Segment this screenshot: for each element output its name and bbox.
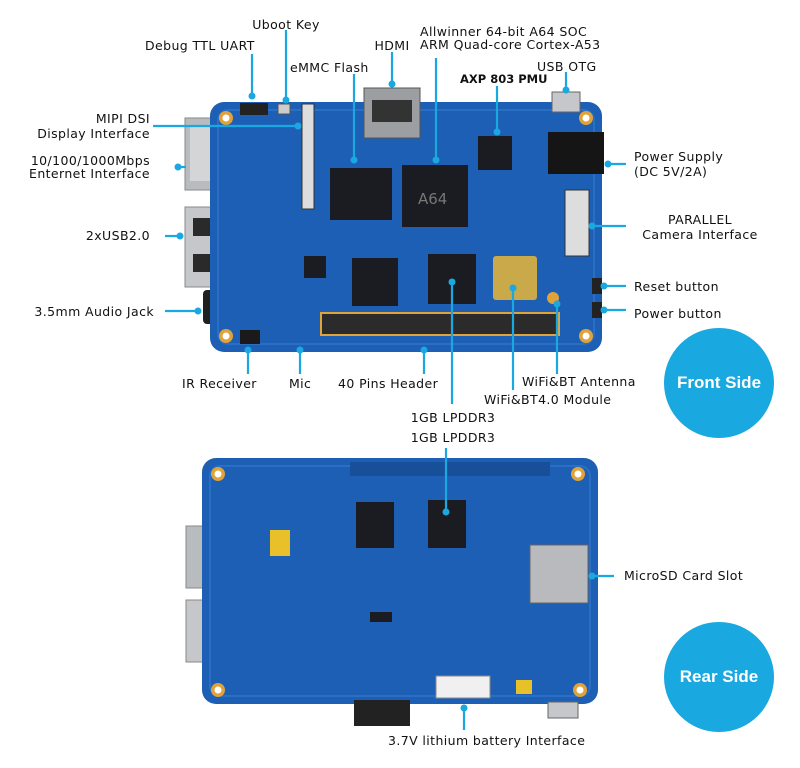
rear-lpddr3-chip-a xyxy=(356,502,394,548)
camera-connector xyxy=(564,189,590,257)
mipi-label-line1: MIPI DSI xyxy=(95,111,150,126)
ir-receiver-label: IR Receiver xyxy=(182,376,257,391)
emmc-chip xyxy=(330,168,392,220)
antenna-label: WiFi&BT Antenna xyxy=(522,374,636,389)
power-jack xyxy=(548,132,604,174)
lpddr3-chip-a xyxy=(352,258,398,306)
hdmi-label: HDMI xyxy=(374,38,410,53)
battery-connector xyxy=(435,675,491,699)
rear-pcb xyxy=(202,458,598,704)
rear-lpddr3-label: 1GB LPDDR3 xyxy=(410,430,496,445)
front-lpddr3-label: 1GB LPDDR3 xyxy=(410,410,496,425)
rear-side-badge: Rear Side xyxy=(664,622,774,732)
usb2-label: 2xUSB2.0 xyxy=(85,228,150,243)
soc-label-line2: ARM Quad-core Cortex-A53 xyxy=(420,37,601,52)
debug-uart-label: Debug TTL UART xyxy=(145,38,255,53)
gpio-header-label: 40 Pins Header xyxy=(338,376,439,391)
soc-label-line1: Allwinner 64-bit A64 SOC xyxy=(420,24,588,39)
power-button-label: Power button xyxy=(634,306,722,321)
power-supply-label-line1: Power Supply xyxy=(634,149,724,164)
soc-chip xyxy=(402,165,468,227)
gpio-header xyxy=(320,312,560,336)
battery-label: 3.7V lithium battery Interface xyxy=(388,733,586,748)
mipi-label-line2: Display Interface xyxy=(37,126,150,141)
power-supply-label-line2: (DC 5V/2A) xyxy=(634,164,708,179)
audio-jack-label: 3.5mm Audio Jack xyxy=(34,304,154,319)
emmc-label: eMMC Flash xyxy=(290,60,369,75)
microsd-label: MicroSD Card Slot xyxy=(624,568,744,583)
camera-label-line1: PARALLEL xyxy=(667,212,732,227)
ethernet-label-line2: Enternet Interface xyxy=(29,166,150,181)
pmu-label: AXP 803 PMU xyxy=(460,72,548,86)
ethernet-label-line1: 10/100/1000Mbps xyxy=(30,153,150,168)
usb-otg-label: USB OTG xyxy=(537,59,597,74)
reset-button-label: Reset button xyxy=(634,279,719,294)
wifi-module-label: WiFi&BT4.0 Module xyxy=(484,392,612,407)
front-side-badge: Front Side xyxy=(664,328,774,438)
camera-label-line2: Camera Interface xyxy=(642,227,758,242)
mic-label: Mic xyxy=(289,376,312,391)
pmu-chip xyxy=(478,136,512,170)
uboot-key-label: Uboot Key xyxy=(252,17,320,32)
mipi-connector xyxy=(301,103,315,210)
microsd-slot xyxy=(529,544,589,604)
wifi-module xyxy=(493,256,537,300)
soc-chip-label: A64 xyxy=(418,190,447,208)
